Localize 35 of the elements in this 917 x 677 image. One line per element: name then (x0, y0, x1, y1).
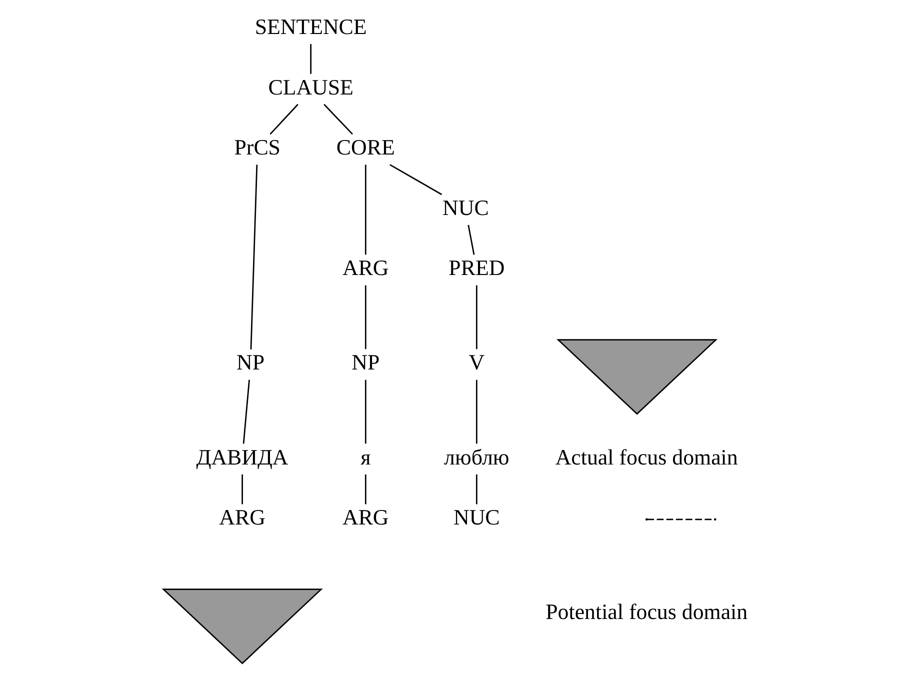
connector (476, 285, 478, 350)
connector (390, 164, 442, 196)
connector (364, 285, 366, 350)
connector (270, 104, 298, 135)
node-text: я (360, 444, 371, 470)
node-triangle (556, 339, 718, 415)
connector (364, 164, 366, 255)
connector (310, 44, 312, 74)
node-text: SENTENCE (254, 14, 367, 39)
connector (324, 104, 353, 135)
node-text: V (468, 350, 485, 375)
node-text: ARG (342, 255, 389, 280)
node-text: PRED (448, 255, 505, 280)
legend-label: Actual focus domain (555, 444, 738, 470)
node-text: NUC (454, 504, 500, 530)
node-text: NP (236, 350, 265, 375)
node-text: ARG (219, 504, 266, 530)
connector (476, 474, 478, 504)
node-text: ДАВИДА (196, 444, 288, 470)
connector (468, 224, 475, 255)
node-text: люблю (444, 444, 510, 470)
connector (242, 380, 250, 444)
node-text: NUC (442, 194, 489, 220)
connector (250, 164, 258, 350)
connector (364, 380, 366, 444)
node-text: NP (352, 350, 380, 375)
node-text: CLAUSE (268, 74, 354, 100)
node-triangle (162, 588, 323, 664)
connector (476, 380, 478, 444)
node-text: PrCS (234, 134, 281, 160)
connector (242, 474, 243, 504)
node-text: ARG (342, 504, 389, 530)
node-text: CORE (336, 134, 395, 160)
legend-label: Potential focus domain (546, 599, 748, 624)
connector (364, 474, 366, 504)
